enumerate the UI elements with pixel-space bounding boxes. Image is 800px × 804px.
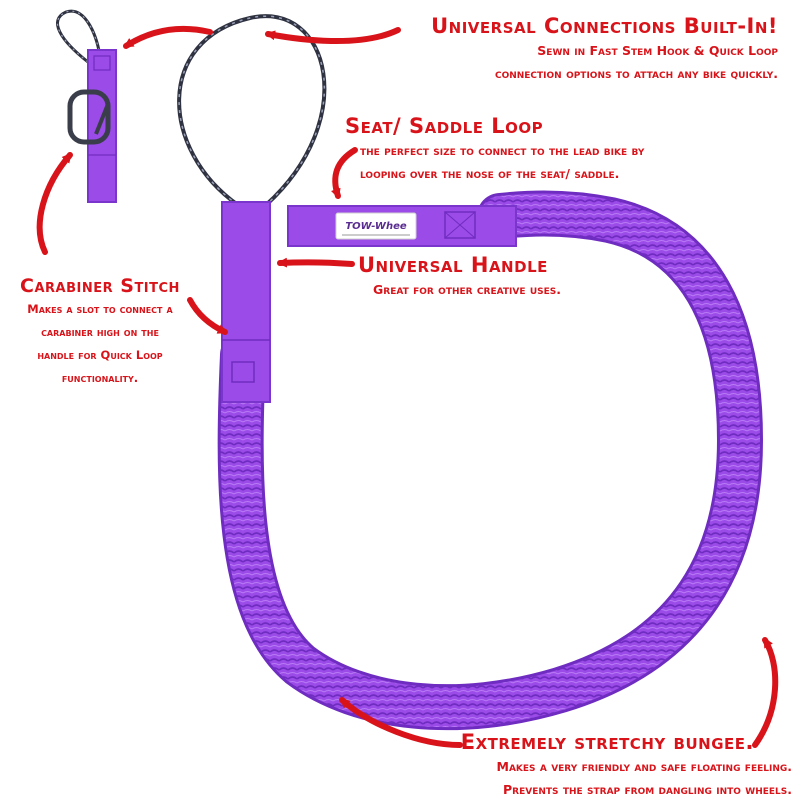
callout-bungee-line2: Prevents the strap from dangling into wh… xyxy=(503,782,792,798)
arrow-to-carabiner-stitch xyxy=(187,297,228,335)
product-label: TOW-Whee xyxy=(335,212,417,240)
callout-connections-title: Universal Connections Built-In! xyxy=(431,14,778,38)
callout-saddle: Seat/ Saddle Loop the perfect size to co… xyxy=(345,114,644,185)
arrow-to-saddle-loop xyxy=(331,147,358,199)
callout-bungee-title: Extremely stretchy bungee. xyxy=(460,730,754,754)
arrow-to-inset-carabiner xyxy=(36,152,73,255)
callout-handle-title: Universal Handle xyxy=(358,253,548,277)
callout-saddle-line2: looping over the nose of the seat/ saddl… xyxy=(360,166,620,182)
annotation-arrows xyxy=(36,25,779,748)
carabiner-icon xyxy=(67,89,111,145)
arrow-to-inset-loop xyxy=(123,25,213,49)
callout-saddle-title: Seat/ Saddle Loop xyxy=(345,114,544,138)
arrow-to-quick-loop xyxy=(265,27,401,44)
carabiner-inset xyxy=(56,9,117,203)
callout-carabiner-line4: functionality. xyxy=(61,370,139,385)
callout-handle: Universal Handle Great for other creativ… xyxy=(358,253,561,301)
arrow-to-handle xyxy=(277,257,355,268)
callout-carabiner-line2: carabiner high on the xyxy=(41,324,159,339)
universal-handle xyxy=(221,201,271,403)
callout-carabiner: Carabiner Stitch Makes a slot to connect… xyxy=(2,275,198,390)
arrow-to-bungee-left xyxy=(339,697,463,748)
product-label-brand: TOW-Whee xyxy=(345,221,407,232)
callout-handle-line1: Great for other creative uses. xyxy=(373,282,561,298)
quick-loop-cord xyxy=(177,14,327,207)
bungee-cord xyxy=(217,190,764,731)
callout-bungee: Extremely stretchy bungee. Makes a very … xyxy=(461,730,792,801)
callout-connections-line2: connection options to attach any bike qu… xyxy=(494,66,778,82)
arrow-to-bungee-right xyxy=(752,637,779,748)
callout-carabiner-line3: handle for Quick Loop xyxy=(37,347,163,362)
callout-saddle-line1: the perfect size to connect to the lead … xyxy=(360,143,645,159)
callout-carabiner-title: Carabiner Stitch xyxy=(20,275,180,297)
callout-connections-line1: Sewn in Fast Stem Hook & Quick Loop xyxy=(537,43,778,59)
callout-bungee-line1: Makes a very friendly and safe floating … xyxy=(496,759,792,775)
callout-connections: Universal Connections Built-In! Sewn in … xyxy=(431,14,778,85)
callout-carabiner-line1: Makes a slot to connect a xyxy=(27,301,173,316)
